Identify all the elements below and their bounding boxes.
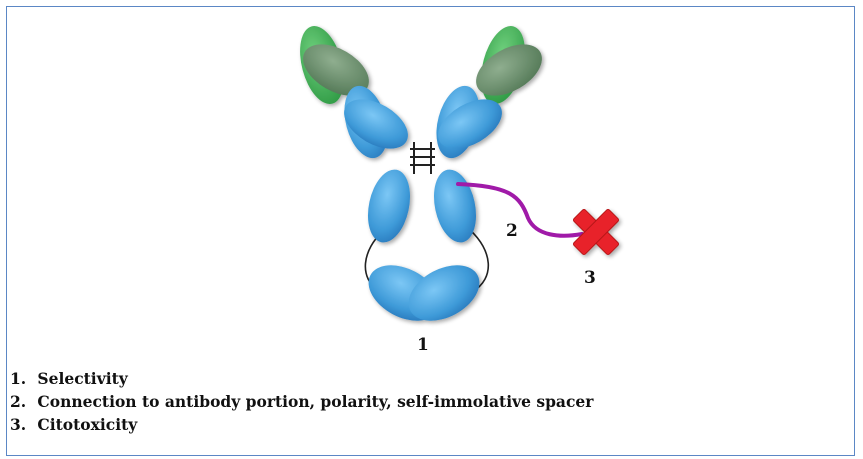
heavy-chain-ch2-left bbox=[362, 166, 417, 247]
legend-item: 1. Selectivity bbox=[10, 367, 593, 390]
marker-linker: 2 bbox=[506, 221, 518, 241]
legend-text: Selectivity bbox=[37, 369, 127, 388]
linker bbox=[458, 184, 582, 236]
marker-antibody: 1 bbox=[417, 335, 429, 355]
legend-text: Connection to antibody portion, polarity… bbox=[37, 392, 593, 411]
legend-list: 1. Selectivity 2. Connection to antibody… bbox=[10, 367, 593, 436]
legend-text: Citotoxicity bbox=[37, 415, 137, 434]
marker-payload: 3 bbox=[584, 268, 596, 288]
legend-item: 2. Connection to antibody portion, polar… bbox=[10, 390, 593, 413]
legend-index: 1. bbox=[10, 367, 32, 390]
legend-index: 2. bbox=[10, 390, 32, 413]
cross-icon bbox=[561, 197, 632, 268]
hinge-disulfide-bonds bbox=[410, 142, 435, 174]
antibody-left-arm bbox=[292, 21, 416, 163]
legend-item: 3. Citotoxicity bbox=[10, 413, 593, 436]
legend-index: 3. bbox=[10, 413, 32, 436]
antibody-fc-region bbox=[359, 166, 489, 332]
antibody-right-arm bbox=[429, 21, 551, 163]
